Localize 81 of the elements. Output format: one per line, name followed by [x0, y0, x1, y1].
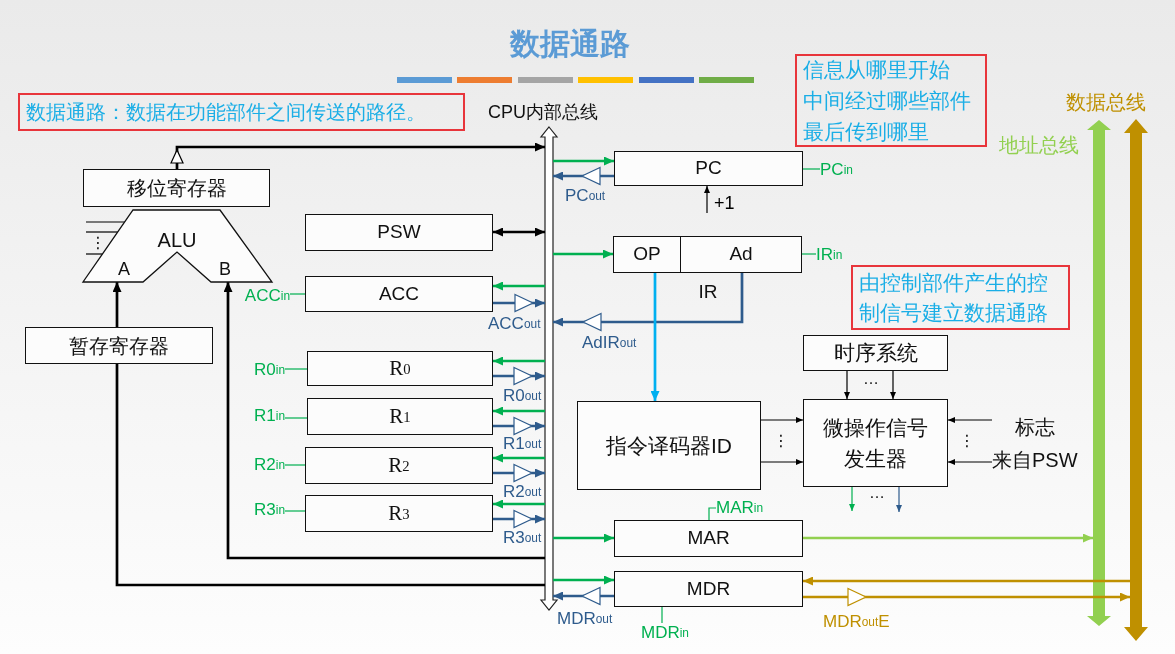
callout-box: 由控制部件产生的控制信号建立数据通路: [851, 265, 1070, 330]
bus-label: CPU内部总线: [488, 102, 598, 124]
gated-arrow: [803, 587, 1130, 607]
ellipsis: ⋮: [95, 235, 101, 251]
unit-box: 微操作信号发生器: [803, 399, 948, 487]
register-box: Ad: [680, 236, 802, 273]
arrow: [890, 370, 896, 400]
unit-box: 指令译码器ID: [577, 401, 761, 490]
flag-label: 标志 来自PSW: [992, 411, 1078, 477]
leader-line: [661, 606, 663, 624]
ellipsis: ⋮: [778, 433, 784, 449]
bus-bar: [1087, 120, 1111, 626]
bus-bar: [1124, 119, 1148, 641]
gated-arrow: [170, 142, 545, 169]
register-box: MAR: [614, 520, 803, 557]
input-label: A: [118, 260, 130, 280]
gated-arrow: [493, 463, 545, 483]
arrow: [553, 575, 614, 585]
register-box: MDR: [614, 571, 803, 607]
gated-arrow: [493, 509, 545, 529]
leader-line: [708, 507, 717, 521]
gated-arrow: [493, 366, 545, 386]
arrow: [493, 406, 545, 416]
arrow: [493, 281, 545, 291]
arrow: [947, 417, 993, 423]
callout-box: 数据通路：数据在功能部件之间传送的路径。: [18, 93, 465, 131]
arrow: [553, 249, 613, 259]
leader-line: [802, 168, 821, 170]
arrow: [650, 273, 660, 401]
leader-line: [284, 464, 306, 466]
callout-box: 信息从哪里开始 中间经过哪些部件 最后传到哪里: [795, 54, 987, 147]
control-line: [85, 221, 126, 223]
arrow: [844, 370, 850, 400]
leader-line: [289, 293, 306, 295]
register-label: IR: [698, 281, 718, 303]
ellipsis: …: [863, 370, 879, 388]
arrow: [896, 486, 902, 513]
leader-line: [801, 253, 817, 255]
arrow: [493, 499, 545, 509]
arrow: [553, 533, 614, 543]
gated-arrow: [493, 293, 545, 313]
double-arrow: [493, 227, 545, 237]
leader-line: [284, 417, 308, 419]
arrow: [760, 417, 804, 423]
arrow: [947, 459, 993, 465]
ellipsis: …: [869, 484, 885, 502]
leader-line: [284, 368, 308, 370]
gated-arrow: [553, 586, 614, 606]
register-box: PSW: [305, 214, 493, 251]
arrow: [112, 282, 122, 327]
arrow: [493, 453, 545, 463]
connector-line: [115, 364, 545, 587]
register-box: ACC: [305, 276, 493, 312]
register-box: 暂存寄存器: [25, 327, 213, 364]
unit-box: 时序系统: [803, 335, 948, 371]
register-box: PC: [614, 151, 803, 186]
arrow: [803, 576, 1130, 586]
leader-line: [284, 510, 306, 512]
gated-arrow: [553, 166, 614, 186]
gated-arrow: [493, 416, 545, 436]
arrow: [553, 156, 614, 166]
alu-label: ALU: [157, 229, 197, 251]
arrow: [760, 459, 804, 465]
bus-bar: [541, 127, 557, 610]
ellipsis: ⋮: [964, 433, 970, 449]
gated-arrow: [553, 273, 744, 332]
arrow: [704, 185, 710, 214]
title: 数据通路: [510, 26, 630, 62]
bus-label: 数据总线: [1066, 90, 1146, 114]
control-line: [85, 253, 103, 255]
arrow: [223, 282, 545, 560]
input-label: B: [219, 260, 231, 280]
bus-label: 地址总线: [999, 133, 1079, 157]
control-line: [85, 231, 119, 233]
arrow: [803, 533, 1093, 543]
register-box: OP: [613, 236, 681, 273]
edge-label: +1: [714, 193, 735, 213]
arrow: [849, 486, 855, 512]
register-box: 移位寄存器: [83, 169, 270, 207]
arrow: [493, 356, 545, 366]
alu-block: [83, 210, 272, 282]
